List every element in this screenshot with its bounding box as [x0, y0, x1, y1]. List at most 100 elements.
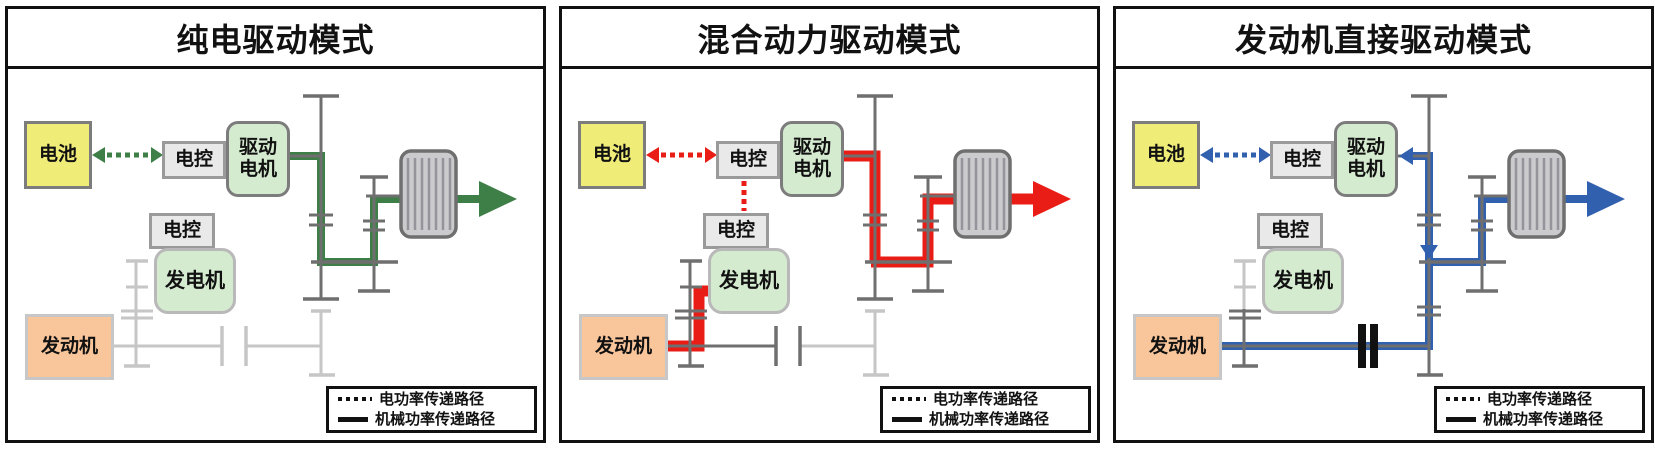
wheel-icon — [1507, 149, 1566, 239]
solid-line-sample — [892, 417, 922, 423]
legend-box: 电功率传递路径 机械功率传递路径 — [1434, 386, 1645, 433]
arrow-layer — [92, 147, 517, 217]
clutch-closed-icon — [1358, 324, 1378, 368]
legend-row-mechanical: 机械功率传递路径 — [892, 411, 1049, 428]
legend-mechanical-label: 机械功率传递路径 — [375, 411, 496, 428]
motor-output-path — [844, 150, 881, 262]
ecu-mid-box: 电控 — [149, 213, 215, 249]
legend-mechanical-label: 机械功率传递路径 — [929, 411, 1050, 428]
mode-panel: 混合动力驱动模式 — [559, 6, 1100, 443]
drive-motor-label-line1: 驱动 — [238, 137, 277, 159]
drive-motor-box: 驱动 电机 — [1334, 121, 1398, 197]
inactive-lower-shaft — [309, 309, 335, 377]
engine-label: 发动机 — [594, 336, 652, 358]
legend-mechanical-label: 机械功率传递路径 — [1483, 411, 1604, 428]
engine-box: 发动机 — [1133, 314, 1222, 380]
ecu-top-label: 电控 — [1282, 149, 1321, 171]
dotted-arrowhead-left — [1200, 147, 1213, 163]
legend-electric-label: 电功率传递路径 — [379, 390, 485, 408]
ecu-top-box: 电控 — [1270, 141, 1334, 179]
arrow-down-junction — [1420, 245, 1438, 259]
legend-row-mechanical: 机械功率传递路径 — [338, 411, 495, 428]
mode-panel: 纯电驱动模式 — [5, 6, 546, 443]
diagram-area: 电池 电控 驱动 电机 电控 发电机 发动机 电功率传递路径 — [8, 69, 543, 443]
dotted-line-sample — [1446, 397, 1480, 402]
mode-panel: 发动机直接驱动模式 — [1113, 6, 1654, 443]
battery-label: 电池 — [38, 144, 77, 166]
gear-train — [1222, 94, 1563, 377]
generator-shaft — [680, 259, 702, 309]
generator-box: 发电机 — [154, 248, 236, 314]
drivetrain-svg — [92, 94, 517, 377]
output-power-arrow — [1033, 181, 1071, 217]
legend-row-electric: 电功率传递路径 — [1446, 391, 1592, 408]
generator-label: 发电机 — [719, 269, 779, 292]
battery-box: 电池 — [578, 121, 646, 189]
arrow-into-motor — [1399, 147, 1413, 165]
legend-box: 电功率传递路径 机械功率传递路径 — [880, 386, 1091, 433]
dotted-arrowhead-left — [92, 147, 105, 163]
legend-electric-label: 电功率传递路径 — [933, 390, 1039, 408]
generator-label: 发电机 — [1273, 269, 1333, 292]
ecu-mid-label: 电控 — [1270, 220, 1309, 242]
engine-label: 发动机 — [40, 336, 98, 358]
drive-motor-label-line1: 驱动 — [1346, 137, 1385, 159]
drive-motor-box: 驱动 电机 — [780, 121, 844, 197]
dotted-arrowhead-right — [1259, 147, 1271, 163]
arrow-layer — [646, 147, 1071, 217]
engine-box: 发动机 — [579, 314, 668, 380]
generator-box: 发电机 — [708, 248, 790, 314]
drive-motor-label-line2: 电机 — [1346, 159, 1385, 180]
legend-row-electric: 电功率传递路径 — [892, 391, 1038, 408]
active-lower-shaft — [1417, 305, 1443, 377]
generator-shaft — [126, 259, 148, 309]
wheel-icon — [953, 149, 1012, 239]
arrow-layer — [1200, 147, 1625, 259]
panel-title: 混合动力驱动模式 — [562, 9, 1097, 69]
battery-label: 电池 — [1146, 144, 1185, 166]
dotted-arrowhead-left — [646, 147, 659, 163]
diagram-area: 电池 电控 驱动 电机 电控 发电机 发动机 电功率传递路径 — [1116, 69, 1651, 443]
drive-motor-label-line1: 驱动 — [792, 137, 831, 159]
ecu-mid-box: 电控 — [703, 213, 769, 249]
drivetrain-svg — [646, 94, 1071, 377]
legend-electric-label: 电功率传递路径 — [1487, 390, 1593, 408]
ecu-top-box: 电控 — [162, 141, 226, 179]
legend-row-electric: 电功率传递路径 — [338, 391, 484, 408]
generator-shaft — [1234, 259, 1256, 309]
motor-output-path — [290, 152, 325, 262]
diagram-area: 电池 电控 驱动 电机 电控 发电机 发动机 电功率传递路径 — [562, 69, 1097, 443]
dotted-arrowhead-right — [151, 147, 163, 163]
solid-line-sample — [338, 417, 368, 423]
drive-motor-label-line2: 电机 — [792, 159, 831, 180]
drive-motor-label-line2: 电机 — [238, 159, 277, 180]
ecu-top-label: 电控 — [728, 149, 767, 171]
generator-box: 发电机 — [1262, 248, 1344, 314]
engine-label: 发动机 — [1148, 336, 1206, 358]
drive-motor-box: 驱动 电机 — [226, 121, 290, 197]
battery-box: 电池 — [1132, 121, 1200, 189]
ecu-mid-box: 电控 — [1257, 213, 1323, 249]
dotted-line-sample — [892, 397, 926, 402]
legend-box: 电功率传递路径 机械功率传递路径 — [326, 386, 537, 433]
solid-line-sample — [1446, 417, 1476, 423]
legend-row-mechanical: 机械功率传递路径 — [1446, 411, 1603, 428]
ecu-top-box: 电控 — [716, 141, 780, 179]
generator-shaft-lower — [121, 309, 153, 368]
panel-title: 纯电驱动模式 — [8, 9, 543, 69]
ecu-mid-label: 电控 — [162, 220, 201, 242]
battery-label: 电池 — [592, 144, 631, 166]
panel-title: 发动机直接驱动模式 — [1116, 9, 1651, 69]
dotted-arrowhead-right — [705, 147, 717, 163]
battery-box: 电池 — [24, 121, 92, 189]
dotted-line-sample — [338, 397, 372, 402]
ecu-mid-label: 电控 — [716, 220, 755, 242]
drivetrain-svg — [1200, 94, 1625, 377]
clutch-open-icon — [220, 326, 248, 366]
generator-shaft-lower — [675, 309, 707, 368]
generator-shaft-lower — [1229, 309, 1261, 368]
clutch-open-icon — [774, 326, 802, 366]
generator-label: 发电机 — [165, 269, 225, 292]
engine-box: 发动机 — [25, 314, 114, 380]
ecu-top-label: 电控 — [174, 149, 213, 171]
